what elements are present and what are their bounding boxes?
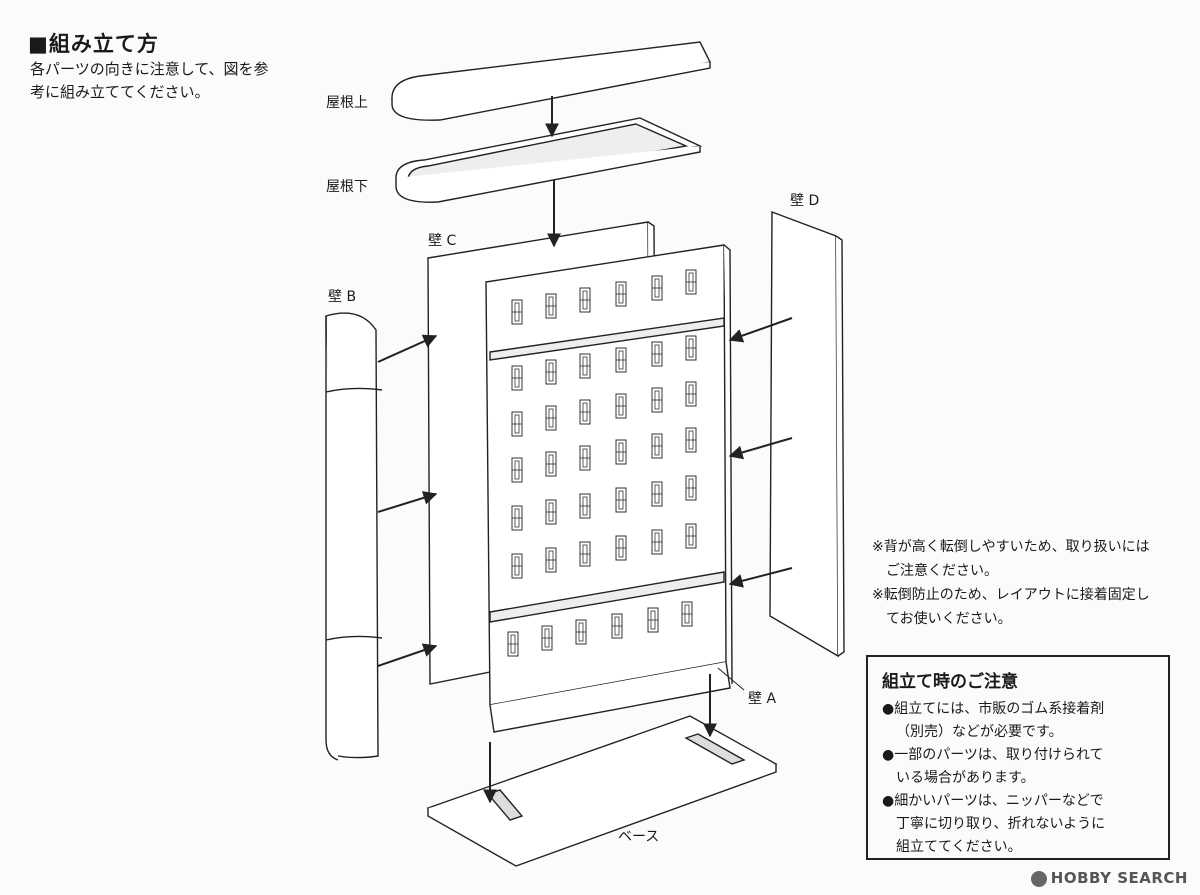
caution-line: 丁寧に切り取り、折れないように xyxy=(896,816,1106,832)
caution-line: ●組立てには、市販のゴム系接着剤 xyxy=(882,701,1105,717)
wall-b-part xyxy=(325,312,383,761)
caution-title: 組立て時のご注意 xyxy=(882,672,1018,692)
assembly-arrows xyxy=(377,96,793,804)
watermark-text: HOBBY SEARCH xyxy=(1050,869,1188,887)
label-roof-top: 屋根上 xyxy=(326,95,368,111)
wall-a-part xyxy=(485,244,733,733)
label-wall-c: 壁 C xyxy=(428,233,457,249)
label-wall-d: 壁 D xyxy=(790,193,820,209)
caution-line: ●細かいパーツは、ニッパーなどで xyxy=(882,793,1104,809)
hobby-search-logo-icon xyxy=(1030,870,1047,887)
roof-top-part xyxy=(391,41,712,121)
caution-line: 組立ててください。 xyxy=(896,839,1022,855)
label-wall-a: 壁 A xyxy=(748,691,777,707)
intro-text: 各パーツの向きに注意して、図を参考に組み立ててください。 xyxy=(30,60,269,101)
label-base: ベース xyxy=(618,829,660,845)
note-line: てお使いください。 xyxy=(886,611,1012,627)
caution-line: いる場合があります。 xyxy=(896,770,1035,786)
watermark: HOBBY SEARCH xyxy=(1030,869,1188,887)
caution-box: 組立て時のご注意 ●組立てには、市販のゴム系接着剤 （別売）などが必要です。 ●… xyxy=(866,655,1170,860)
base-part xyxy=(426,715,778,867)
wall-a-leader xyxy=(717,667,745,691)
label-wall-b: 壁 B xyxy=(328,289,357,305)
caution-line: ●一部のパーツは、取り付けられて xyxy=(882,747,1104,763)
label-roof-bottom: 屋根下 xyxy=(326,179,368,195)
note-line: ご注意ください。 xyxy=(886,563,998,579)
roof-bottom-part xyxy=(395,117,703,203)
wall-d-part xyxy=(769,210,845,658)
caution-line: （別売）などが必要です。 xyxy=(896,724,1063,740)
note-line: ※背が高く転倒しやすいため、取り扱いには xyxy=(872,539,1150,555)
page-title: ■組み立て方 xyxy=(28,32,159,56)
note-line: ※転倒防止のため、レイアウトに接着固定し xyxy=(872,587,1150,603)
warning-note: ※背が高く転倒しやすいため、取り扱いには ご注意ください。 ※転倒防止のため、レ… xyxy=(872,535,1172,631)
